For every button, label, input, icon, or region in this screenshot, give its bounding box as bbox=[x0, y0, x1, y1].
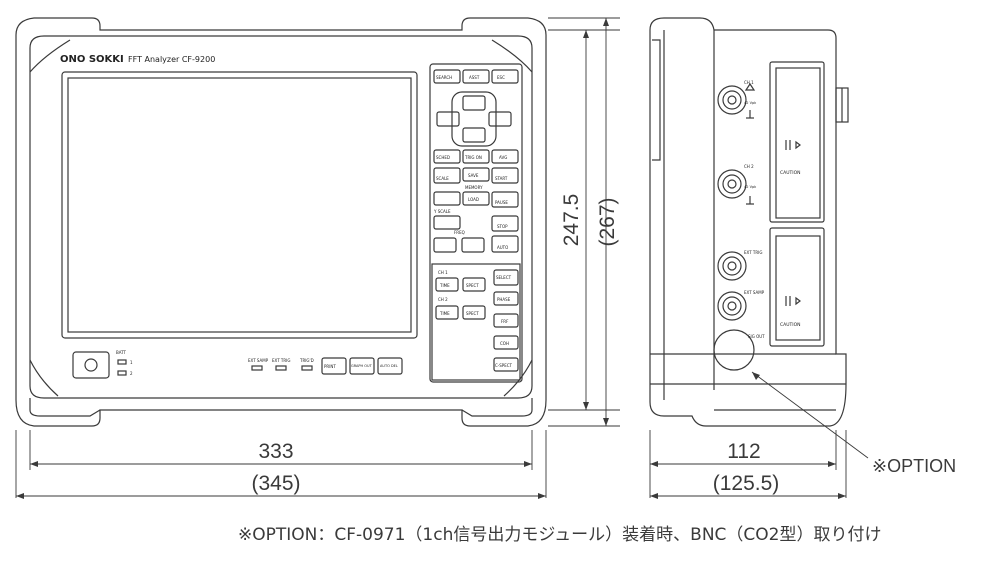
option-callout: ※OPTION bbox=[872, 456, 956, 476]
start-button: START bbox=[495, 176, 508, 181]
ext-trig-connector-label: EXT TRIG bbox=[744, 250, 762, 255]
select-button: SELECT bbox=[496, 275, 512, 280]
freq-label: FREQ bbox=[454, 230, 465, 235]
height-overall-dimension: (267) bbox=[596, 197, 619, 246]
model-label: FFT Analyzer CF-9200 bbox=[128, 55, 215, 64]
ch1-label: CH 1 bbox=[438, 270, 448, 275]
pause-button: PAUSE bbox=[495, 200, 508, 205]
side-view bbox=[649, 17, 849, 427]
ext-samp-connector-label: EXT SAMP bbox=[744, 290, 765, 295]
print-button: PRINT bbox=[324, 364, 336, 369]
depth-dimension: 112 bbox=[727, 440, 760, 463]
auto-del-button: AUTO DEL bbox=[380, 364, 398, 368]
batt-label: BATT bbox=[116, 350, 127, 355]
y-scale-label: Y SCALE bbox=[433, 209, 451, 214]
batt-ind-1: 1 bbox=[130, 360, 133, 365]
c-spect-button: C-SPECT bbox=[495, 363, 513, 368]
caution-title-2: CAUTION bbox=[780, 322, 801, 328]
sig-out-connector-label: SIG OUT bbox=[748, 334, 765, 339]
caution-title-1: CAUTION bbox=[780, 170, 801, 176]
dimension-labels: 247.5 (267) 333 (345) 112 (125.5) ※OPTIO… bbox=[251, 194, 956, 495]
front-view bbox=[15, 17, 547, 427]
search-button: SEARCH bbox=[436, 75, 452, 80]
dimension-lines bbox=[15, 17, 869, 498]
width-overall-dimension: (345) bbox=[251, 472, 300, 495]
trig-on-button: TRIG ON bbox=[464, 155, 482, 160]
phase-button: PHASE bbox=[497, 297, 511, 302]
depth-overall-dimension: (125.5) bbox=[713, 472, 780, 495]
ch2-connector-label: CH 2 bbox=[744, 164, 754, 169]
coh-button: COH bbox=[500, 341, 509, 346]
sched-button: SCHED bbox=[436, 155, 450, 160]
ext-trig-indicator: EXT TRIG bbox=[272, 358, 290, 363]
ch1-volt-label: 42 Vpk bbox=[744, 101, 757, 105]
scale-button: SCALE bbox=[436, 176, 449, 181]
auto-button: AUTO bbox=[497, 245, 508, 250]
option-footnote: ※OPTION：CF-0971（1ch信号出力モジュール）装着時、BNC（CO2… bbox=[238, 525, 882, 545]
memory-label: MEMORY bbox=[465, 185, 483, 190]
ext-samp-indicator: EXT SAMP bbox=[248, 358, 269, 363]
save-button: SAVE bbox=[468, 173, 479, 178]
dimension-arrows bbox=[16, 18, 846, 499]
ch2-volt-label: 42 Vpk bbox=[744, 185, 757, 189]
ch1-connector-label: CH 1 bbox=[744, 80, 754, 85]
stop-button: STOP bbox=[497, 224, 508, 229]
batt-ind-2: 2 bbox=[130, 371, 133, 376]
graph-out-button: GRAPH OUT bbox=[351, 364, 373, 368]
ch1-time-button: TIME bbox=[439, 283, 450, 288]
ch1-spect-button: SPECT bbox=[466, 283, 479, 288]
load-button: LOAD bbox=[468, 197, 479, 202]
ch2-label: CH 2 bbox=[438, 297, 448, 302]
ch2-time-button: TIME bbox=[439, 311, 450, 316]
avg-button: AVG bbox=[499, 155, 507, 160]
trig-indicator: TRIG'D bbox=[299, 358, 314, 363]
brand-logo: ONO SOKKI bbox=[60, 54, 124, 65]
front-labels: ONO SOKKI FFT Analyzer CF-9200 BATT 1 2 … bbox=[60, 54, 513, 376]
height-dimension: 247.5 bbox=[560, 194, 583, 247]
esc-button: ESC bbox=[497, 75, 505, 80]
side-labels: CH 1 CH 2 42 Vpk 42 Vpk EXT TRIG EXT SAM… bbox=[744, 80, 801, 339]
assist-button: ASST bbox=[469, 75, 480, 80]
frf-button: FRF bbox=[501, 319, 509, 324]
ch2-spect-button: SPECT bbox=[466, 311, 479, 316]
width-dimension: 333 bbox=[258, 440, 293, 463]
